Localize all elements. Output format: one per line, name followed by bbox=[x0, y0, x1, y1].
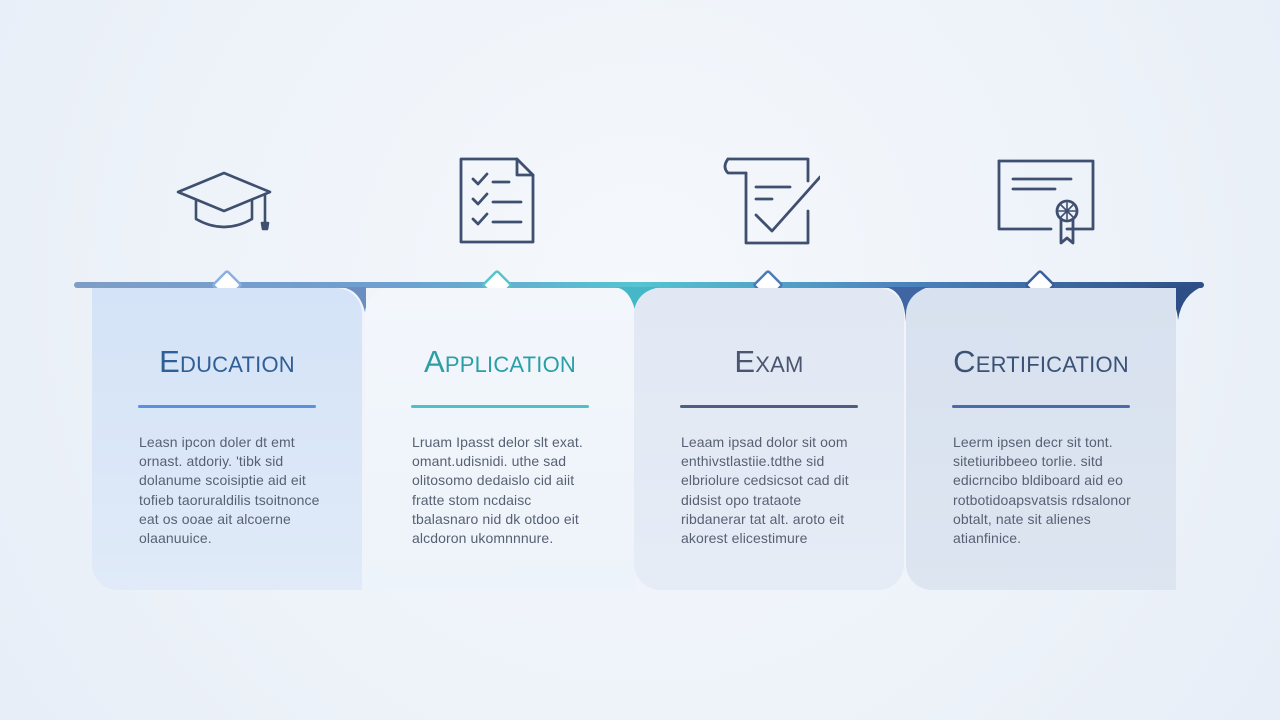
step-description: Lruam Ipasst delor slt exat. omant.udisn… bbox=[412, 434, 583, 547]
graduation-cap-icon bbox=[174, 155, 274, 247]
step-divider bbox=[411, 405, 589, 408]
step-divider bbox=[952, 405, 1130, 408]
step-card-exam: Exam Leaam ipsad dolor sit oom enthivstl… bbox=[634, 288, 904, 590]
step-card-application: Application Lruam Ipasst delor slt exat.… bbox=[365, 288, 635, 590]
checklist-icon bbox=[447, 155, 547, 247]
step-title: Education bbox=[159, 344, 295, 379]
step-description: Leasn ipcon doler dt emt ornast. atdoriy… bbox=[139, 434, 320, 547]
step-title: Exam bbox=[734, 344, 804, 379]
step-title: Application bbox=[423, 344, 577, 379]
step-divider bbox=[138, 405, 316, 408]
certificate-icon bbox=[995, 155, 1095, 247]
exam-check-icon bbox=[720, 155, 820, 247]
step-title: Certification bbox=[953, 344, 1129, 379]
step-description: Leerm ipsen decr sit tont. sitetiuribbee… bbox=[953, 434, 1131, 547]
step-card-education: Education Leasn ipcon doler dt emt ornas… bbox=[92, 288, 362, 590]
step-divider bbox=[680, 405, 858, 408]
step-description: Leaam ipsad dolor sit oom enthivstlastii… bbox=[681, 434, 849, 547]
step-card-certification: Certification Leerm ipsen decr sit tont.… bbox=[906, 288, 1176, 590]
